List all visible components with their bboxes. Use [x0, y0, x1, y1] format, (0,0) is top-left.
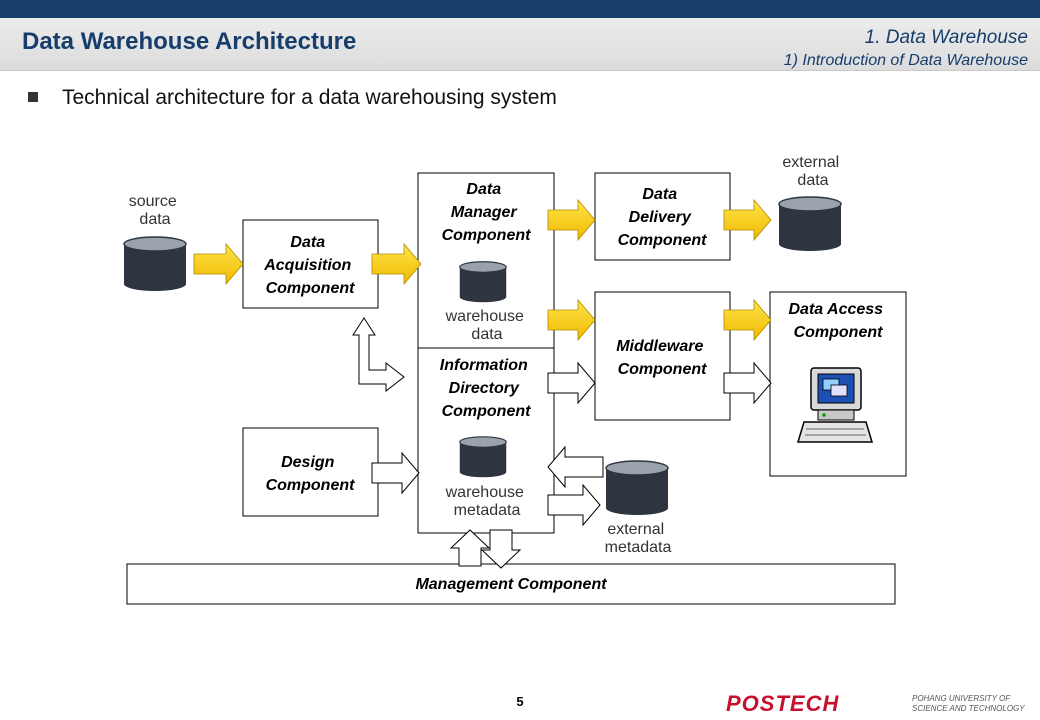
data-manager-label-2: Manager [451, 204, 518, 221]
data-acquisition-label-2: Acquisition [263, 257, 351, 274]
bullet-square-icon [28, 92, 38, 102]
source-data-label-2: data [139, 211, 170, 228]
warehouse-metadata-label-1: warehouse [445, 484, 524, 501]
data-acquisition-box [242, 219, 379, 309]
middleware-box [594, 291, 731, 421]
university-name-line-1: POHANG UNIVERSITY OF [912, 694, 1011, 703]
information-directory-label-3: Component [442, 403, 532, 420]
data-acquisition-label-3: Component [266, 280, 356, 297]
svg-text:source data: source data [129, 193, 181, 228]
arrow-acquisition-to-manager [371, 242, 422, 286]
warehouse-metadata-cylinder-icon [459, 436, 507, 478]
svg-text:Data Acquisition Compo: Data Acquisition Component [263, 234, 356, 297]
svg-text:Data Manager Component: Data Manager Component [442, 181, 532, 244]
data-acquisition-label-1: Data [290, 234, 325, 251]
svg-text:Middleware Component: Middleware Component [616, 338, 708, 378]
svg-text:warehouse data: warehouse data [445, 308, 529, 343]
external-metadata-label-2: metadata [605, 539, 672, 556]
arrow-directory-to-middleware [547, 361, 596, 405]
warehouse-data-label-2: data [471, 326, 502, 343]
external-data-label-1: external [782, 154, 839, 171]
data-access-label-2: Component [794, 324, 884, 341]
management-box [126, 563, 896, 605]
arrow-directory-down [480, 529, 522, 569]
postech-logo: POSTECH [726, 691, 839, 716]
svg-text:warehouse metadata: warehouse metadata [445, 484, 529, 519]
page-number: 5 [516, 694, 524, 709]
section-label: 1. Data Warehouse [864, 27, 1028, 48]
data-delivery-label-1: Data [642, 186, 677, 203]
arrow-management-up [449, 529, 491, 567]
data-access-label-1: Data Access [788, 301, 883, 318]
postech-logo-text: POSTECH [726, 691, 839, 716]
arrow-middleware-to-access [723, 298, 772, 342]
data-manager-label-1: Data [466, 181, 501, 198]
arrow-external-meta-to-directory [547, 445, 604, 489]
data-delivery-label-3: Component [618, 232, 708, 249]
svg-text:Design Component: Design Component [266, 454, 356, 494]
arrow-directory-to-external-meta [547, 483, 601, 527]
svg-text:Data Delivery Componen: Data Delivery Component [618, 186, 708, 249]
external-data-cylinder-icon [778, 196, 842, 252]
source-data-cylinder-icon [123, 236, 187, 292]
arrow-manager-to-delivery [547, 198, 596, 242]
arrow-delivery-to-external [723, 198, 772, 242]
information-directory-label-1: Information [440, 357, 528, 374]
arrow-design-to-directory [371, 451, 420, 495]
svg-text:external data: external data [782, 154, 843, 189]
design-label-2: Component [266, 477, 356, 494]
svg-text:external metadata: external metadata [605, 521, 672, 556]
bullet-text: Technical architecture for a data wareho… [62, 86, 557, 109]
bent-arrow-acquisition-directory [352, 317, 405, 393]
arrow-manager-to-middleware [547, 298, 596, 342]
university-name: POHANG UNIVERSITY OF SCIENCE AND TECHNOL… [912, 694, 1025, 714]
data-delivery-box [594, 172, 731, 261]
title-band [0, 18, 1040, 71]
svg-text:Data Access Component: Data Access Component [788, 301, 887, 341]
subsection-label: 1) Introduction of Data Warehouse [783, 52, 1028, 69]
warehouse-data-label-1: warehouse [445, 308, 524, 325]
design-label-1: Design [281, 454, 335, 471]
arrow-middleware-to-access-meta [723, 361, 772, 405]
management-label: Management Component [415, 576, 607, 593]
data-delivery-label-2: Delivery [629, 209, 692, 226]
data-manager-label-3: Component [442, 227, 532, 244]
information-directory-label-2: Directory [449, 380, 520, 397]
design-box [242, 427, 379, 517]
external-data-label-2: data [797, 172, 828, 189]
computer-terminal-icon [796, 367, 874, 443]
middleware-label-2: Component [618, 361, 708, 378]
top-accent-bar [0, 0, 1040, 18]
svg-text:Information Directory: Information Directory Component [440, 357, 532, 420]
arrow-source-to-acquisition [193, 242, 244, 286]
external-metadata-label-1: external [607, 521, 664, 538]
external-metadata-cylinder-icon [605, 460, 669, 516]
source-data-label-1: source [129, 193, 177, 210]
warehouse-data-cylinder-icon [459, 261, 507, 303]
warehouse-metadata-label-2: metadata [454, 502, 521, 519]
university-name-line-2: SCIENCE AND TECHNOLOGY [912, 704, 1025, 713]
slide-title: Data Warehouse Architecture [22, 28, 357, 55]
middleware-label-1: Middleware [616, 338, 703, 355]
